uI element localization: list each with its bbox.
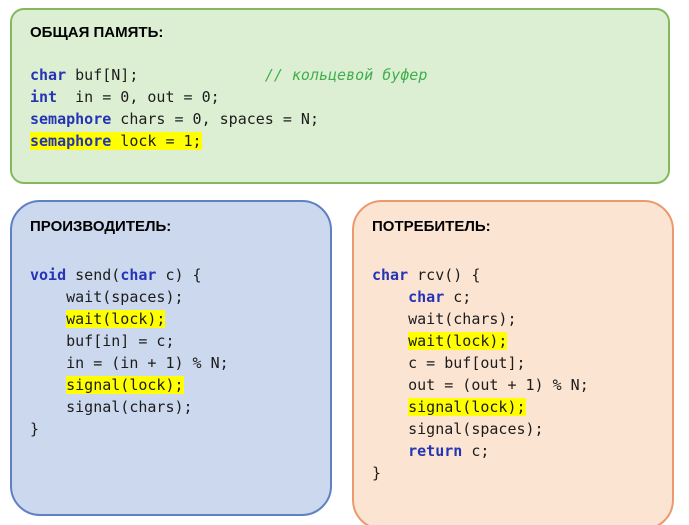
code-token: c = buf[out]; bbox=[372, 354, 526, 372]
producer-panel: ПРОИЗВОДИТЕЛЬ: void send(char c) { wait(… bbox=[10, 200, 332, 516]
keyword-token: void bbox=[30, 266, 67, 284]
producer-code: void send(char c) { wait(spaces); wait(l… bbox=[30, 264, 312, 440]
code-token: signal(chars); bbox=[30, 398, 193, 416]
code-token: buf[N]; bbox=[66, 66, 139, 84]
code-line: semaphore lock = 1; bbox=[30, 130, 650, 152]
code-line: signal(chars); bbox=[30, 396, 312, 418]
code-line: in = (in + 1) % N; bbox=[30, 352, 312, 374]
highlighted-token: signal(lock); bbox=[66, 376, 184, 394]
code-token: c) { bbox=[156, 266, 202, 284]
producer-title: ПРОИЗВОДИТЕЛЬ: bbox=[30, 218, 172, 235]
code-token bbox=[372, 398, 408, 416]
code-token: in = 0, out = 0; bbox=[57, 88, 220, 106]
code-line: out = (out + 1) % N; bbox=[372, 374, 654, 396]
code-token: rcv() { bbox=[408, 266, 481, 284]
code-line: return c; bbox=[372, 440, 654, 462]
comment-token: // кольцевой буфер bbox=[264, 66, 428, 84]
code-line: char rcv() { bbox=[372, 264, 654, 286]
keyword-token: char bbox=[408, 288, 445, 306]
code-line: signal(lock); bbox=[372, 396, 654, 418]
keyword-token: char bbox=[120, 266, 157, 284]
code-token: c; bbox=[462, 442, 490, 460]
code-token: c; bbox=[444, 288, 472, 306]
shared-memory-panel: ОБЩАЯ ПАМЯТЬ: char buf[N]; // кольцевой … bbox=[10, 8, 670, 184]
code-line: semaphore chars = 0, spaces = N; bbox=[30, 108, 650, 130]
shared-memory-title: ОБЩАЯ ПАМЯТЬ: bbox=[30, 24, 164, 41]
code-token: in = (in + 1) % N; bbox=[30, 354, 229, 372]
code-token bbox=[372, 442, 408, 460]
code-line: wait(spaces); bbox=[30, 286, 312, 308]
code-token bbox=[138, 66, 264, 84]
consumer-panel: ПОТРЕБИТЕЛЬ: char rcv() { char c; wait(c… bbox=[352, 200, 674, 525]
code-line: signal(lock); bbox=[30, 374, 312, 396]
consumer-code: char rcv() { char c; wait(chars); wait(l… bbox=[372, 264, 654, 484]
code-line: char c; bbox=[372, 286, 654, 308]
highlighted-token: signal(lock); bbox=[408, 398, 526, 416]
code-token: wait(chars); bbox=[372, 310, 517, 328]
keyword-token: int bbox=[30, 88, 58, 106]
code-token: wait(spaces); bbox=[30, 288, 184, 306]
keyword-token: char bbox=[372, 266, 409, 284]
highlighted-token: wait(lock); bbox=[66, 310, 166, 328]
keyword-token: return bbox=[408, 442, 463, 460]
code-token: buf[in] = c; bbox=[30, 332, 175, 350]
consumer-title: ПОТРЕБИТЕЛЬ: bbox=[372, 218, 491, 235]
code-token: out = (out + 1) % N; bbox=[372, 376, 589, 394]
keyword-token: char bbox=[30, 66, 67, 84]
code-line: char buf[N]; // кольцевой буфер bbox=[30, 64, 650, 86]
code-line: void send(char c) { bbox=[30, 264, 312, 286]
code-line: c = buf[out]; bbox=[372, 352, 654, 374]
code-line: wait(chars); bbox=[372, 308, 654, 330]
code-token: } bbox=[30, 420, 40, 438]
code-line: wait(lock); bbox=[30, 308, 312, 330]
code-token bbox=[30, 310, 66, 328]
code-token: send( bbox=[66, 266, 121, 284]
keyword-token: semaphore bbox=[30, 110, 112, 128]
highlighted-token: wait(lock); bbox=[408, 332, 508, 350]
code-line: wait(lock); bbox=[372, 330, 654, 352]
code-token: } bbox=[372, 464, 382, 482]
code-token: signal(spaces); bbox=[372, 420, 544, 438]
code-line: buf[in] = c; bbox=[30, 330, 312, 352]
code-line: } bbox=[30, 418, 312, 440]
code-token bbox=[30, 376, 66, 394]
code-token bbox=[372, 288, 408, 306]
highlighted-token: lock = 1; bbox=[111, 132, 202, 150]
code-line: int in = 0, out = 0; bbox=[30, 86, 650, 108]
keyword-token: semaphore bbox=[30, 132, 112, 150]
code-token bbox=[372, 332, 408, 350]
code-line: } bbox=[372, 462, 654, 484]
code-token: chars = 0, spaces = N; bbox=[111, 110, 319, 128]
code-line: signal(spaces); bbox=[372, 418, 654, 440]
